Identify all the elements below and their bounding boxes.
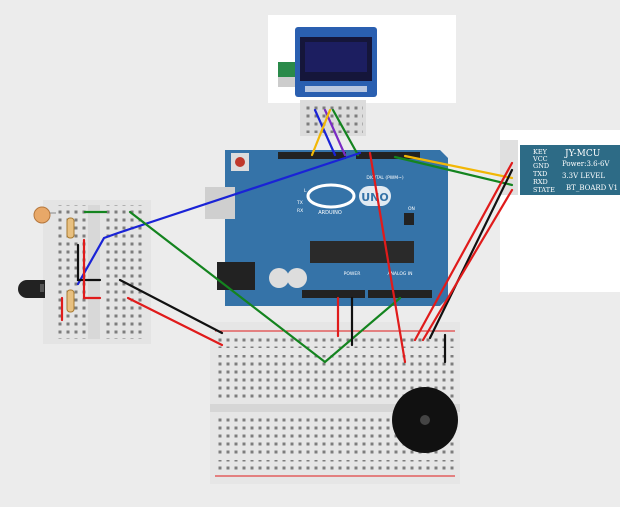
wire-sensor-blue[interactable] bbox=[76, 151, 362, 286]
wire-oled-purple[interactable] bbox=[323, 108, 347, 157]
bluetooth-module[interactable]: KEY VCC GND TXD RXD STATE JY-MCU Power:3… bbox=[520, 145, 620, 195]
resistor-top[interactable] bbox=[66, 217, 75, 239]
tx-label: TX bbox=[296, 200, 303, 206]
bt-pin-vcc: VCC bbox=[532, 155, 548, 163]
on-led-label: ON bbox=[408, 206, 415, 212]
rx-label: RX bbox=[297, 208, 303, 214]
bt-level-note: 3.3V LEVEL bbox=[562, 172, 605, 180]
wire-sensor-green[interactable] bbox=[128, 210, 402, 364]
wire-oled-yellow[interactable] bbox=[310, 108, 332, 157]
wire-oled-green[interactable] bbox=[331, 108, 360, 157]
oled-display[interactable] bbox=[278, 27, 377, 97]
arduino-model-label: UNO bbox=[361, 191, 389, 204]
l-led-label: L bbox=[304, 188, 307, 194]
resistor-bottom[interactable] bbox=[66, 289, 75, 313]
arduino-brand-label: ARDUINO bbox=[318, 210, 342, 216]
bt-pin-key: KEY bbox=[533, 148, 548, 156]
wire-buzzer-red[interactable] bbox=[368, 151, 407, 364]
bt-module-title: JY-MCU bbox=[564, 149, 601, 159]
wire-ground-black[interactable] bbox=[118, 278, 224, 335]
bt-pin-rxd: RXD bbox=[533, 178, 548, 186]
left-breadboard bbox=[43, 200, 151, 344]
wire-bt-green[interactable] bbox=[393, 155, 514, 187]
digital-pins-label: DIGITAL (PWM~) bbox=[366, 175, 404, 181]
wire-vcc-red[interactable] bbox=[126, 296, 224, 347]
wire-vcc-red-left[interactable] bbox=[82, 238, 102, 300]
power-jack bbox=[217, 262, 255, 290]
wire-bt-red-2[interactable] bbox=[421, 188, 514, 342]
reset-button bbox=[235, 157, 245, 167]
wire-bt-red-1[interactable] bbox=[413, 161, 514, 342]
bt-pin-gnd: GND bbox=[533, 162, 549, 170]
wire-bt-black[interactable] bbox=[428, 168, 514, 340]
bt-board-note: BT_BOARD V1 bbox=[566, 184, 618, 192]
power-pins-label: POWER bbox=[344, 271, 361, 277]
photoresistor[interactable] bbox=[33, 206, 56, 224]
wire-ground-vertical[interactable] bbox=[76, 243, 102, 282]
piezo-buzzer[interactable] bbox=[392, 387, 458, 453]
bt-pin-state: STATE bbox=[533, 186, 555, 194]
bt-power-note: Power:3.6-6V bbox=[562, 160, 610, 168]
wire-bt-yellow[interactable] bbox=[403, 154, 514, 180]
arduino-uno-board[interactable]: ARDUINO UNO DIGITAL (PWM~) POWER ANALOG … bbox=[205, 150, 448, 306]
bt-pin-txd: TXD bbox=[533, 170, 547, 178]
analog-pins-label: ANALOG IN bbox=[387, 271, 412, 277]
wire-oled-blue[interactable] bbox=[313, 108, 337, 157]
temperature-sensor[interactable] bbox=[18, 280, 45, 298]
